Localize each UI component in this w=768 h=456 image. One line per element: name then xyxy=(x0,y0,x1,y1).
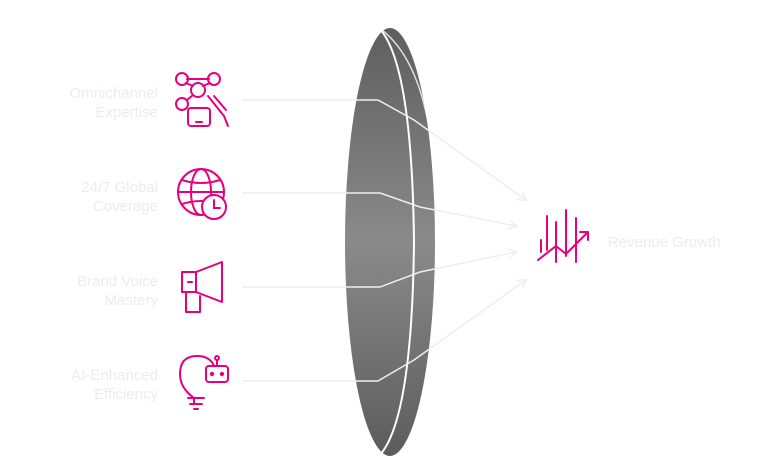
label-brand-voice: Brand Voice Mastery xyxy=(77,273,158,309)
label-global-coverage: 24/7 Global Coverage xyxy=(81,179,158,215)
globe-clock-icon xyxy=(177,168,227,220)
connector-global xyxy=(242,192,516,226)
connector-brand xyxy=(242,252,516,288)
label-revenue-growth: Revenue Growth xyxy=(608,234,721,251)
lightbulb-robot-icon xyxy=(179,355,229,410)
connectors xyxy=(242,99,526,382)
connector-omnichannel xyxy=(242,99,526,200)
label-omnichannel: Omnichannel Expertise xyxy=(69,85,158,121)
growth-chart-icon xyxy=(537,209,589,263)
label-ai-efficiency: AI-Enhanced Efficiency xyxy=(71,367,158,403)
megaphone-icon xyxy=(181,261,223,313)
lens xyxy=(343,26,437,456)
connector-ai xyxy=(242,280,526,382)
omnichannel-network-icon xyxy=(175,72,229,127)
